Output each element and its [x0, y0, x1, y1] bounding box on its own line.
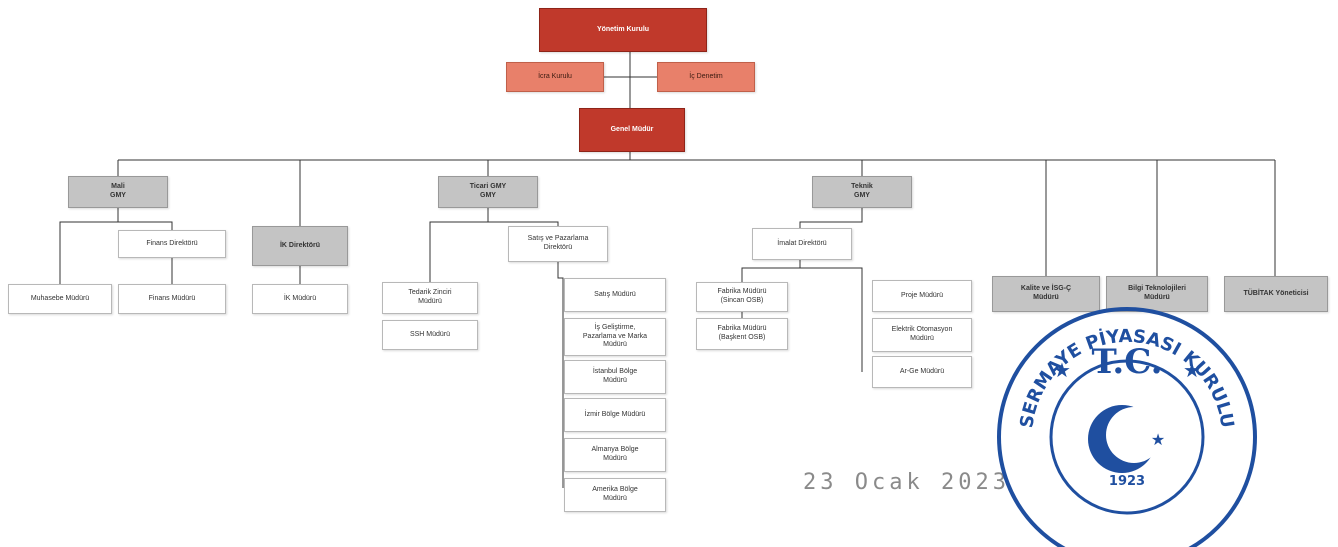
node-label: Amerika Bölge Müdürü — [592, 486, 638, 502]
node-label: SSH Müdürü — [409, 330, 451, 338]
node-fabrika-muduru-sincan: Fabrika Müdürü (Sincan OSB) — [696, 282, 788, 312]
node-label: Ticari GMY GMY — [469, 183, 507, 199]
node-is-gelistirme-muduru: İş Geliştirme, Pazarlama ve Marka Müdürü — [564, 318, 666, 356]
node-ik-muduru: İK Müdürü — [252, 284, 348, 314]
node-label: Muhasebe Müdürü — [30, 294, 90, 302]
node-finans-direktoru: Finans Direktörü — [118, 230, 226, 258]
node-label: Fabrika Müdürü (Başkent OSB) — [717, 325, 767, 341]
node-icra-kurulu: İcra Kurulu — [506, 62, 604, 92]
seal-year: 1923 — [1109, 474, 1145, 489]
node-label: Yönetim Kurulu — [596, 25, 650, 33]
seal-title: T.C. — [1091, 342, 1162, 382]
star-icon: ★ — [1151, 432, 1165, 449]
node-tubitak-yoneticisi: TÜBİTAK Yöneticisi — [1224, 276, 1328, 312]
node-ic-denetim: İç Denetim — [657, 62, 755, 92]
node-label: Satış Müdürü — [594, 290, 636, 298]
node-ik-direktoru: İK Direktörü — [252, 226, 348, 266]
node-almanya-bolge-muduru: Almanya Bölge Müdürü — [564, 438, 666, 472]
node-label: Fabrika Müdürü (Sincan OSB) — [717, 288, 767, 304]
node-izmir-bolge-muduru: İzmir Bölge Müdürü — [564, 398, 666, 432]
node-tedarik-zinciri-muduru: Tedarik Zinciri Müdürü — [382, 282, 478, 314]
date-stamp: 23 Ocak 2023 — [803, 470, 1010, 495]
node-ticari-gmy: Ticari GMY GMY — [438, 176, 538, 208]
node-istanbul-bolge-muduru: İstanbul Bölge Müdürü — [564, 360, 666, 394]
node-label: Elektrik Otomasyon Müdürü — [891, 326, 953, 342]
node-label: Finans Müdürü — [148, 294, 196, 302]
node-label: Ar-Ge Müdürü — [899, 367, 945, 375]
node-label: İK Direktörü — [279, 241, 321, 249]
node-fabrika-muduru-baskent: Fabrika Müdürü (Başkent OSB) — [696, 318, 788, 350]
node-label: TÜBİTAK Yöneticisi — [1243, 289, 1309, 297]
node-satis-pazarlama-direktoru: Satış ve Pazarlama Direktörü — [508, 226, 608, 262]
star-icon: ★ — [1183, 360, 1201, 382]
node-label: Mali GMY — [110, 183, 126, 199]
node-proje-muduru: Proje Müdürü — [872, 280, 972, 312]
node-label: İç Denetim — [689, 72, 723, 80]
node-satis-muduru: Satış Müdürü — [564, 278, 666, 312]
node-label: İstanbul Bölge Müdürü — [592, 368, 638, 384]
star-icon: ★ — [1053, 360, 1071, 382]
node-amerika-bolge-muduru: Amerika Bölge Müdürü — [564, 478, 666, 512]
node-bilgi-teknolojileri-muduru: Bilgi Teknolojileri Müdürü — [1106, 276, 1208, 312]
node-label: İK Müdürü — [283, 294, 317, 302]
node-label: Almanya Bölge Müdürü — [591, 446, 639, 462]
node-teknik-gmy: Teknik GMY — [812, 176, 912, 208]
official-seal: T.C. ★ ★ ★ 1923 SERMAYE PİYASASI KURULU — [997, 307, 1257, 547]
node-ssh-muduru: SSH Müdürü — [382, 320, 478, 350]
node-label: Finans Direktörü — [146, 239, 198, 247]
node-yonetim-kurulu: Yönetim Kurulu — [539, 8, 707, 52]
node-muhasebe-muduru: Muhasebe Müdürü — [8, 284, 112, 314]
org-connectors — [59, 44, 1276, 488]
node-elektrik-otomasyon-muduru: Elektrik Otomasyon Müdürü — [872, 318, 972, 352]
node-genel-mudur: Genel Müdür — [579, 108, 685, 152]
node-label: İzmir Bölge Müdürü — [584, 410, 646, 418]
node-kalite-isg-muduru: Kalite ve İSG-Ç Müdürü — [992, 276, 1100, 312]
node-arge-muduru: Ar-Ge Müdürü — [872, 356, 972, 388]
node-label: İcra Kurulu — [538, 72, 572, 80]
node-label: Bilgi Teknolojileri Müdürü — [1128, 285, 1186, 301]
node-finans-muduru: Finans Müdürü — [118, 284, 226, 314]
seal-outer-ring — [997, 307, 1257, 547]
node-label: Kalite ve İSG-Ç Müdürü — [1020, 285, 1072, 301]
node-label: Proje Müdürü — [900, 291, 944, 299]
node-mali-gmy: Mali GMY — [68, 176, 168, 208]
seal-inner-ring — [1049, 359, 1205, 515]
node-label: İş Geliştirme, Pazarlama ve Marka Müdürü — [582, 323, 648, 349]
node-label: Genel Müdür — [610, 125, 654, 133]
node-label: Satış ve Pazarlama Direktörü — [527, 235, 589, 251]
node-label: Tedarik Zinciri Müdürü — [408, 289, 452, 305]
node-imalat-direktoru: İmalat Direktörü — [752, 228, 852, 260]
node-label: Teknik GMY — [851, 183, 873, 199]
node-label: İmalat Direktörü — [777, 239, 827, 247]
